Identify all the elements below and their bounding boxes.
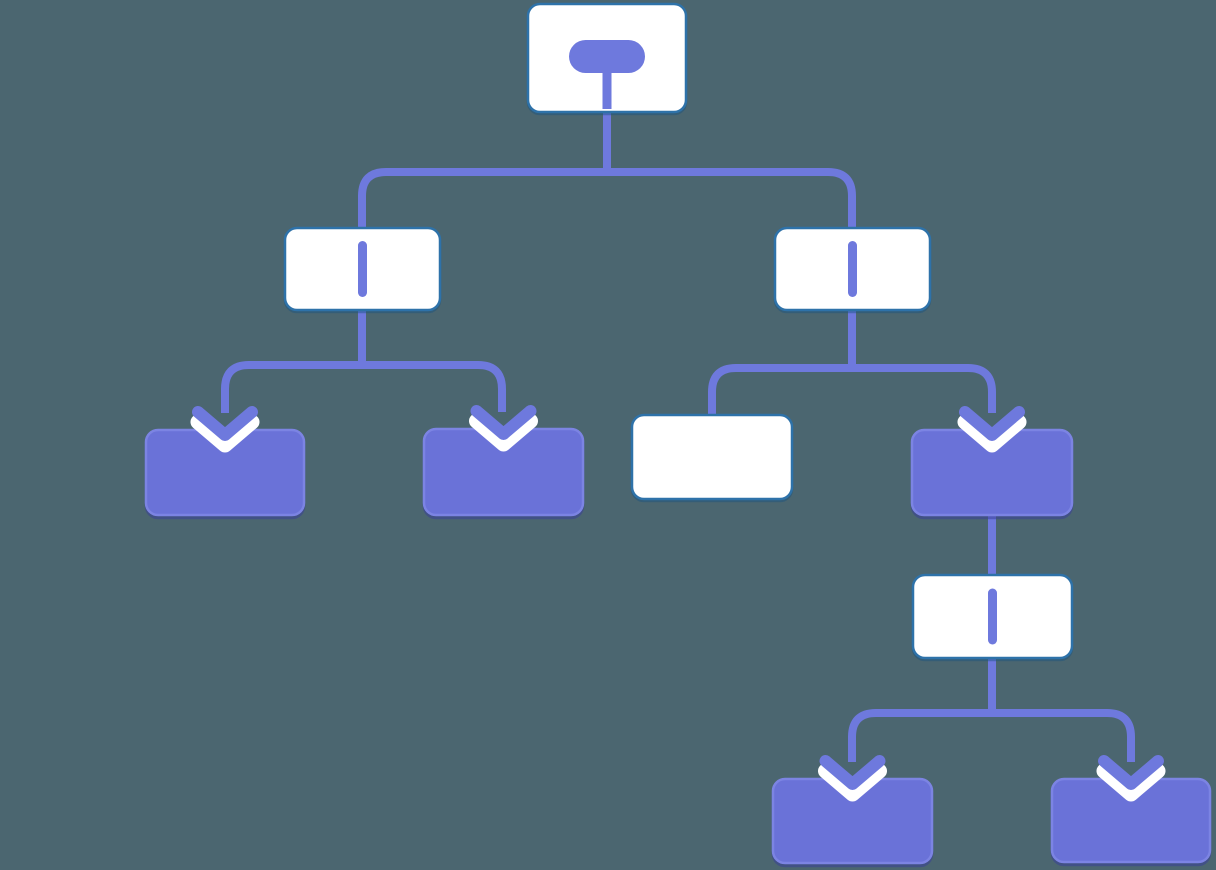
chevron-halo-white [469,413,538,452]
chevron-purple [470,405,537,440]
right-child-plain-node-body[interactable] [630,413,794,501]
connector-bottom-branch-to-leaves[interactable] [848,658,1135,762]
connector-root-to-branches[interactable] [358,112,856,228]
arrowhead-chevron-icon [469,405,538,452]
pass-through-bar-icon [848,241,857,297]
node-layer [144,2,1212,865]
root-pill-icon [569,40,645,73]
chevron-halo-white [1096,763,1166,802]
left-branch-node[interactable] [283,226,442,312]
arrowhead-chevron-icon [1096,755,1166,802]
connector-layer [221,112,1135,762]
root-node[interactable] [526,2,688,114]
connector-left-branch-to-leaves[interactable] [221,310,506,413]
arrowhead-chevron-icon [190,406,260,453]
arrowhead-layer [190,405,1166,802]
pass-through-bar-icon [358,241,367,297]
chevron-purple [959,406,1025,441]
arrowhead-chevron-icon [957,406,1027,453]
root-stem-icon [602,72,612,109]
chevron-halo-white [818,763,887,802]
chevron-purple [819,755,886,790]
bottom-branch-node[interactable] [911,573,1074,660]
connector-right-branch-to-children[interactable] [708,310,996,415]
chevron-purple [192,406,258,441]
chevron-purple [1098,755,1164,790]
pass-through-bar-icon [988,588,997,645]
right-branch-node[interactable] [773,226,932,312]
right-child-plain-node[interactable] [630,413,794,501]
arrowhead-chevron-icon [818,755,887,802]
chevron-halo-white [957,414,1027,453]
chevron-halo-white [190,414,260,453]
